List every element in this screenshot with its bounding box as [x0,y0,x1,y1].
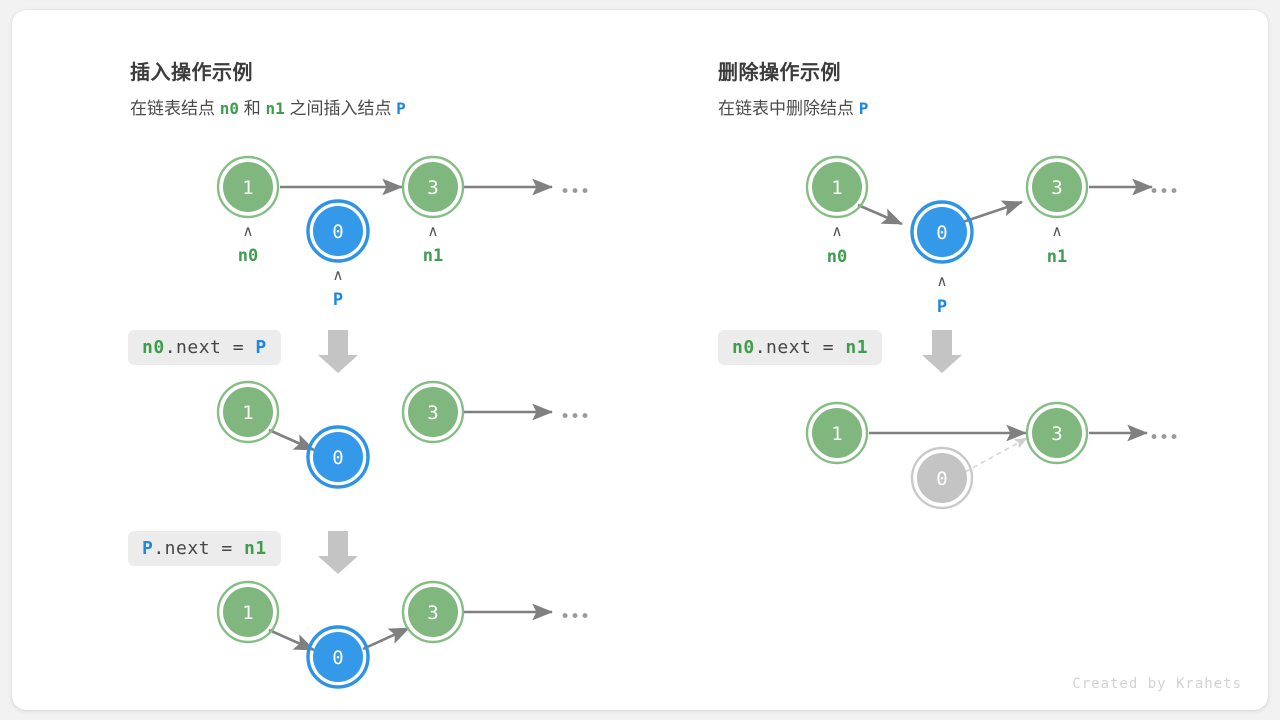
caret-icon-n0: ∧ [832,222,843,240]
node-value: 3 [1051,177,1062,199]
ellipsis-icon: ••• [560,607,590,627]
insert-step-0-node-3: 3 [401,155,465,219]
node-value: 0 [936,222,947,244]
node-value: 1 [242,402,253,424]
var-label-n1: n1 [423,246,443,266]
subtitle-token-p: P [858,99,869,118]
delete-step-0-node-3: 3 [1025,155,1089,219]
panel-insert: 插入操作示例 在链表结点 n0 和 n1 之间插入结点 P 1 [12,10,612,710]
node-value: 0 [332,221,343,243]
code-token-1: .next = [153,538,245,559]
insert-step-2-node-1: 1 [216,580,280,644]
subtitle-text-1: 和 [239,99,266,118]
link-removed-dashed [964,437,1028,473]
delete-step-1-node-1: 1 [805,401,869,465]
code-token-0: n0 [732,337,755,358]
insert-step-2-node-3: 3 [401,580,465,644]
insert-step-1-code: n0.next = P [128,330,281,365]
insert-step-1-diagram: 1 0 3 ••• [216,330,590,489]
code-token-2: n1 [845,337,869,358]
caret-icon-p: ∧ [937,272,948,290]
caret-icon-p: ∧ [333,266,344,284]
panel-insert-subtitle: 在链表结点 n0 和 n1 之间插入结点 P [130,94,406,119]
panel-delete-subtitle: 在链表中删除结点 P [718,94,868,119]
diagram-card: 插入操作示例 在链表结点 n0 和 n1 之间插入结点 P 1 [12,10,1268,710]
link-n0-to-p [857,203,903,226]
node-value: 0 [936,468,947,490]
code-token-2: n1 [244,538,267,559]
caret-icon-n0: ∧ [243,222,254,240]
delete-step-1-diagram: 1 0 3 ••• [805,330,1179,510]
down-arrow-icon-2 [318,531,358,574]
delete-step-1-node-3: 3 [1025,401,1089,465]
delete-step-0-diagram: 1 ∧ n0 0 ∧ P 3 ∧ n1 ••• [805,155,1179,317]
link-n0-to-p [268,428,315,452]
down-arrow-icon-1 [318,330,358,373]
link-p-to-n1 [956,200,1023,226]
insert-step-2-diagram: 1 0 3 ••• [216,531,590,689]
insert-step-2-node-0: 0 [306,625,370,689]
code-token-0: P [142,538,154,559]
panel-insert-title: 插入操作示例 [130,62,253,84]
var-label-n0: n0 [827,247,847,267]
insert-step-1-node-3: 3 [401,380,465,444]
insert-step-1-node-1: 1 [216,380,280,444]
node-value: 3 [427,402,438,424]
subtitle-text-0: 在链表中删除结点 [718,99,859,118]
subtitle-token-p: P [396,99,406,118]
delete-step-0-node-0: 0 [910,200,974,264]
node-value: 0 [332,647,343,669]
var-label-p: P [937,297,947,317]
ellipsis-icon: ••• [560,182,590,202]
code-token-1: .next = [754,337,846,358]
link-n0-to-p [268,628,315,652]
panel-delete: 删除操作示例 在链表中删除结点 P 1 ∧ n0 0 ∧ P [602,10,1268,710]
credit-text: Created by Krahets [1072,676,1242,692]
insert-step-0-node-1: 1 [216,155,280,219]
delete-step-0-node-1: 1 [805,155,869,219]
node-value: 1 [831,423,842,445]
code-token-0: n0 [142,337,165,358]
caret-icon-n1: ∧ [1052,222,1063,240]
panel-delete-title: 删除操作示例 [718,62,841,84]
down-arrow-icon-1 [922,330,962,373]
node-value: 1 [831,177,842,199]
caret-icon-n1: ∧ [428,222,439,240]
node-value: 3 [427,177,438,199]
var-label-p: P [333,290,343,310]
insert-step-0-node-0: 0 [306,199,370,263]
node-value: 1 [242,602,253,624]
insert-step-1-node-0: 0 [306,425,370,489]
delete-step-1-node-0-removed: 0 [910,446,974,510]
subtitle-token-n1: n1 [265,99,285,118]
code-token-2: P [255,337,267,358]
ellipsis-icon: ••• [1149,182,1179,202]
node-value: 1 [242,177,253,199]
insert-step-0-diagram: 1 ∧ n0 0 ∧ P 3 ∧ n1 ••• [216,155,590,310]
subtitle-token-n0: n0 [219,99,239,118]
node-value: 3 [427,602,438,624]
link-p-to-n1 [362,626,410,651]
ellipsis-icon: ••• [1149,428,1179,448]
var-label-n0: n0 [238,246,258,266]
node-value: 3 [1051,423,1062,445]
ellipsis-icon: ••• [560,407,590,427]
subtitle-text-2: 之间插入结点 [284,99,397,118]
var-label-n1: n1 [1047,247,1067,267]
insert-step-2-code: P.next = n1 [128,531,281,566]
node-value: 0 [332,447,343,469]
subtitle-text-0: 在链表结点 [130,99,220,118]
code-token-1: .next = [164,337,256,358]
delete-step-1-code: n0.next = n1 [718,330,883,365]
